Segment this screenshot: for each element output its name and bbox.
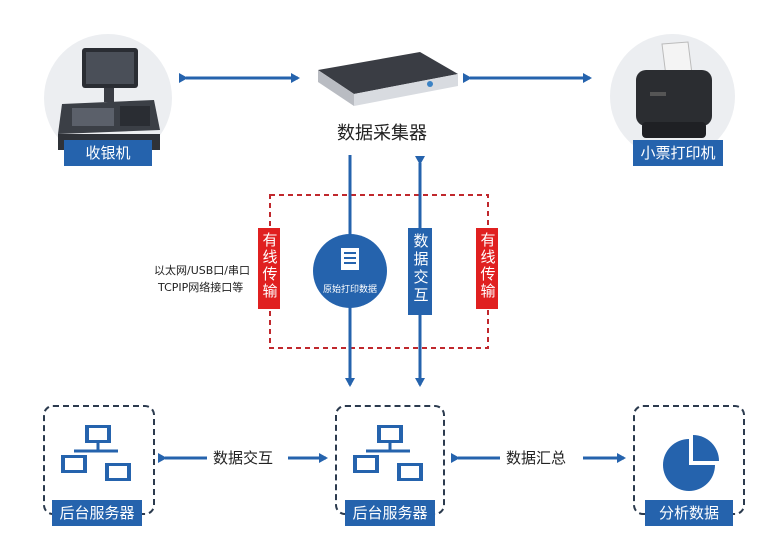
printer-icon xyxy=(636,41,712,138)
interface-line-2: TCPIP网络接口等 xyxy=(158,281,244,294)
backend-center-label: 后台服务器 xyxy=(345,500,435,526)
cashier-label: 收银机 xyxy=(64,140,152,166)
network-icon xyxy=(61,425,131,481)
backend-center-box xyxy=(335,405,445,515)
wired-transfer-box xyxy=(269,194,489,349)
wired-transfer-tag-right-text: 有线传输 xyxy=(478,232,497,300)
ticket-printer-label: 小票打印机 xyxy=(633,140,723,166)
backend-left-box xyxy=(43,405,155,515)
data-exchange-label: 数据交互 xyxy=(213,449,274,467)
analysis-label: 分析数据 xyxy=(645,500,733,526)
data-summary-label: 数据汇总 xyxy=(506,449,567,467)
collector-device-icon xyxy=(318,52,458,106)
wired-transfer-tag-left: 有线传输 xyxy=(258,228,280,309)
ticket-printer-image xyxy=(610,34,735,159)
document-icon xyxy=(341,248,359,270)
wired-transfer-tag-left-text: 有线传输 xyxy=(260,232,279,300)
pie-chart-icon xyxy=(663,435,719,491)
backend-left-label: 后台服务器 xyxy=(52,500,142,526)
raw-print-data-label: 原始打印数据 xyxy=(322,285,377,295)
network-icon-center xyxy=(353,425,423,481)
data-exchange-vertical-tag: 数据交互 xyxy=(408,228,432,315)
raw-print-data-circle: 原始打印数据 xyxy=(313,234,387,308)
analysis-box xyxy=(633,405,745,515)
wired-transfer-tag-right: 有线传输 xyxy=(476,228,498,309)
interface-line-1: 以太网/USB口/串口 xyxy=(154,264,250,277)
collector-label: 数据采集器 xyxy=(337,123,427,144)
data-exchange-vertical-text: 数据交互 xyxy=(411,233,430,305)
